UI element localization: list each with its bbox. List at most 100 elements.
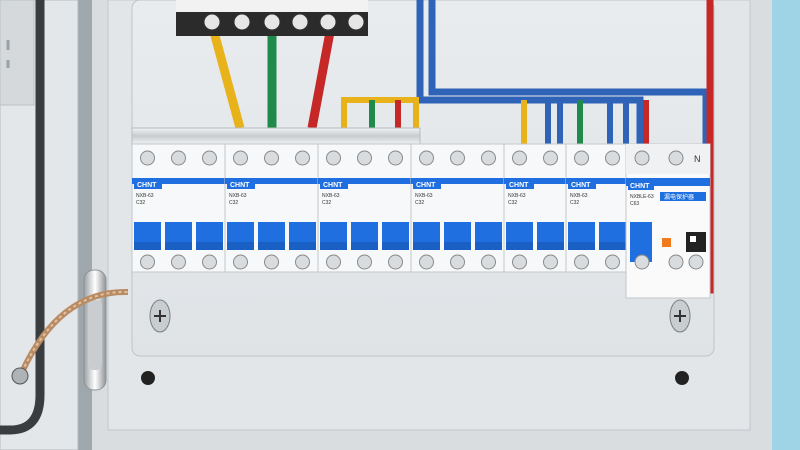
- mcb-rating: C32: [508, 200, 517, 206]
- mcb-toggle-base: [506, 242, 533, 250]
- terminal-screw-bottom: [264, 254, 279, 270]
- rcd-test-button[interactable]: [662, 238, 671, 247]
- terminal-screw-top: [140, 150, 155, 166]
- hinge-pin: [88, 300, 102, 370]
- terminal-screw-bottom: [512, 254, 527, 270]
- terminal-screws: [203, 13, 365, 31]
- terminal-screw-top: [512, 150, 527, 166]
- mounting-hole-right: [675, 371, 689, 385]
- mcb-stripe: [504, 178, 566, 184]
- wire-yellow-incoming: [209, 30, 245, 130]
- mcb-brand: CHNT: [230, 182, 250, 189]
- mcb-stripe: [566, 178, 628, 184]
- rcd-blue-label: [660, 192, 706, 201]
- right-wall: [770, 0, 800, 450]
- terminal-screw-bottom: [481, 254, 496, 270]
- rcd-brand: CHNT: [630, 183, 650, 190]
- mcb-toggle[interactable]: [475, 222, 502, 242]
- mcb-model: NXB-63: [508, 193, 526, 199]
- mcb-stripe: [318, 178, 411, 184]
- mcb-model: NXB-63: [322, 193, 340, 199]
- terminal-screw-bottom: [450, 254, 465, 270]
- terminal-screw-top: [171, 150, 186, 166]
- mcb-brand: CHNT: [137, 182, 157, 189]
- mounting-hole-left: [141, 371, 155, 385]
- mcb-model: NXB-63: [415, 193, 433, 199]
- mcb-toggle-base: [227, 242, 254, 250]
- mcb-model: NXB-63: [570, 193, 588, 199]
- mcb-rating: C32: [229, 200, 238, 206]
- door-gasket: [0, 0, 45, 435]
- mcb-toggle-base: [196, 242, 223, 250]
- mcb-toggle[interactable]: [289, 222, 316, 242]
- wire-blue-bus-2: [428, 0, 710, 150]
- neutral-mark: N: [694, 154, 701, 164]
- ground-lug: [11, 367, 29, 385]
- mcb-toggle-base: [444, 242, 471, 250]
- mcb-toggle[interactable]: [382, 222, 409, 242]
- terminal-screw-bottom: [574, 254, 589, 270]
- mcb-toggle[interactable]: [413, 222, 440, 242]
- mcb-toggle-base: [568, 242, 595, 250]
- mcb-brand: CHNT: [323, 182, 343, 189]
- mcb-toggle[interactable]: [351, 222, 378, 242]
- mounting-screw-right: [669, 299, 691, 333]
- terminal-screw-bottom: [419, 254, 434, 270]
- terminal-screw-bottom: [171, 254, 186, 270]
- mcb-toggle[interactable]: [537, 222, 564, 242]
- mcb-toggle[interactable]: [444, 222, 471, 242]
- rcd-toggle[interactable]: [630, 222, 652, 262]
- terminal-screw-top: [295, 150, 310, 166]
- mcb-rating: C32: [415, 200, 424, 206]
- mcb-brand: CHNT: [416, 182, 436, 189]
- terminal-screw-top: [357, 150, 372, 166]
- terminal-screw-bottom: [543, 254, 558, 270]
- terminal-screw-bottom: [388, 254, 403, 270]
- mcb-toggle-base: [258, 242, 285, 250]
- mcb-toggle-base: [289, 242, 316, 250]
- rcd-rating: C63: [630, 201, 639, 207]
- mcb-toggle-base: [351, 242, 378, 250]
- terminal-screw-top: [326, 150, 341, 166]
- mcb-brand: CHNT: [571, 182, 591, 189]
- mcb-toggle[interactable]: [258, 222, 285, 242]
- mcb-toggle[interactable]: [196, 222, 223, 242]
- door-vent: [0, 0, 35, 106]
- mcb-toggle-base: [599, 242, 626, 250]
- terminal-screw-top: [605, 150, 620, 166]
- mcb-toggle[interactable]: [134, 222, 161, 242]
- mcb-stripe: [411, 178, 504, 184]
- mcb-rating: C32: [136, 200, 145, 206]
- mcb-rating: C32: [322, 200, 331, 206]
- rcd-breaker[interactable]: N CHNT NXBLE-63 C63 漏电保护器: [625, 143, 711, 299]
- terminal-block-cover: [176, 0, 368, 12]
- mcb-toggle[interactable]: [320, 222, 347, 242]
- terminal-screw-bottom: [326, 254, 341, 270]
- mcb-brand-plate: [506, 180, 534, 189]
- mcb-toggle[interactable]: [165, 222, 192, 242]
- mcb-toggle-base: [165, 242, 192, 250]
- terminal-screw-top: [450, 150, 465, 166]
- mcb-toggle-base: [537, 242, 564, 250]
- breaker-row: CHNTNXB-63C32CHNTNXB-63C32CHNTNXB-63C32C…: [131, 143, 629, 273]
- mcb-brand-plate: [227, 180, 255, 189]
- mcb-brand-plate: [568, 180, 596, 189]
- mcb-toggle-base: [320, 242, 347, 250]
- mcb-toggle-base: [382, 242, 409, 250]
- terminal-screw-bottom: [140, 254, 155, 270]
- mcb-toggle[interactable]: [227, 222, 254, 242]
- mcb-toggle[interactable]: [506, 222, 533, 242]
- mcb-rating: C32: [570, 200, 579, 206]
- mcb-toggle[interactable]: [568, 222, 595, 242]
- qr-inner: [690, 236, 696, 242]
- terminal-screw-bottom: [295, 254, 310, 270]
- mcb-toggle-base: [475, 242, 502, 250]
- mcb-toggle[interactable]: [599, 222, 626, 242]
